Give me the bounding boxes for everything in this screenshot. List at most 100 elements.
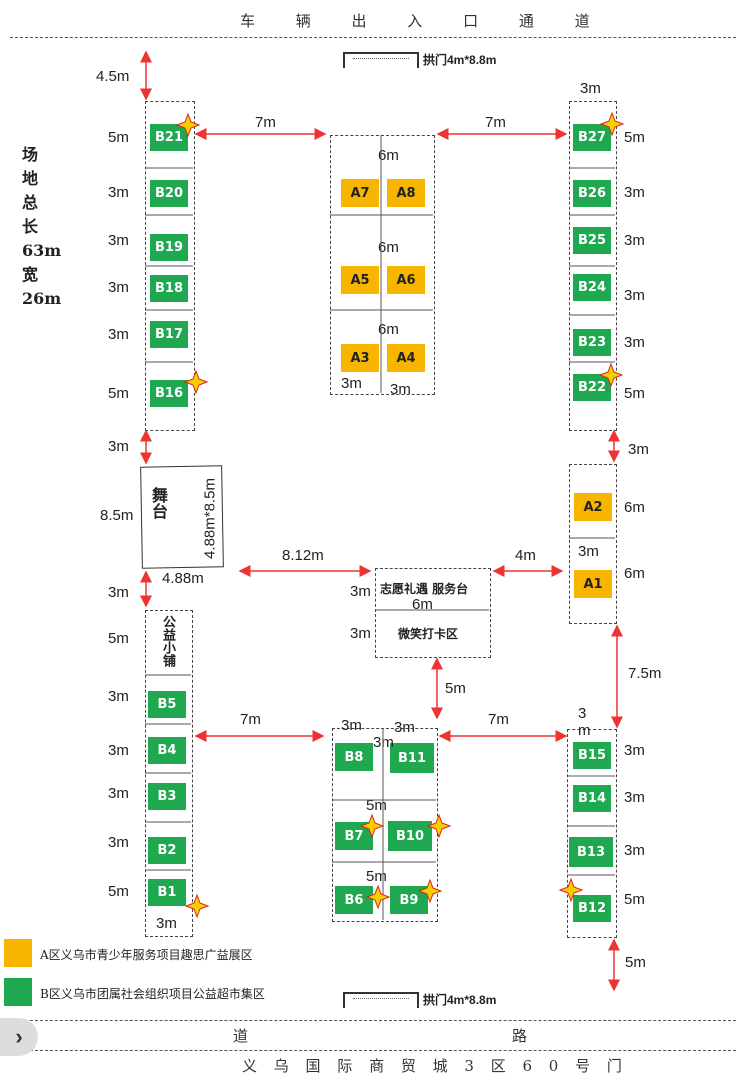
- top-gate: [343, 52, 419, 68]
- dim-label: 3m: [624, 184, 645, 201]
- charity-shop: 公益小铺: [160, 615, 175, 667]
- dim-label: 3m: [578, 543, 599, 560]
- dim-label: 6m: [378, 239, 399, 256]
- bottom-road-right: 路: [512, 1027, 528, 1045]
- dim-label: 7.5m: [628, 665, 662, 682]
- dim-label: 5m: [108, 385, 129, 402]
- booth-a4: A4: [387, 344, 425, 372]
- dim-label: 3m: [108, 279, 129, 296]
- stage-width-label: 4.88m: [162, 570, 204, 587]
- booth-b26: B26: [573, 180, 611, 207]
- booth-b19: B19: [150, 234, 188, 261]
- dim-label: 3m: [628, 441, 649, 458]
- booth-a3: A3: [341, 344, 379, 372]
- dim-label: 7m: [485, 114, 506, 131]
- dim-label: 3 m: [578, 705, 591, 739]
- dim-label: 3m: [624, 334, 645, 351]
- dim-label: 3m: [108, 584, 129, 601]
- booth-a5: A5: [341, 266, 379, 294]
- right-a-zone: [569, 464, 617, 624]
- dim-label: 3m: [390, 381, 411, 398]
- dim-label: 3m: [350, 583, 371, 600]
- dim-label: 5m: [366, 868, 387, 885]
- booth-b3: B3: [148, 783, 186, 810]
- bottom-road-line: [10, 1050, 736, 1051]
- dim-label: 3m: [108, 834, 129, 851]
- dim-label: 5m: [108, 630, 129, 647]
- a-zone: [330, 135, 435, 395]
- site-info-char: 总: [22, 193, 39, 212]
- booth-b9: B9: [390, 886, 428, 914]
- dim-label: 7m: [488, 711, 509, 728]
- booth-a8: A8: [387, 179, 425, 207]
- dim-label: 3m: [341, 717, 362, 734]
- booth-b12: B12: [573, 895, 611, 922]
- dim-label: 5m: [445, 680, 466, 697]
- dim-label: 3m: [624, 232, 645, 249]
- dim-label: 8.12m: [282, 547, 324, 564]
- dim-label: 3m: [108, 326, 129, 343]
- booth-b1: B1: [148, 879, 186, 906]
- right-bottom-zone: [567, 729, 617, 938]
- dim-label: 3m: [624, 789, 645, 806]
- bottom-gate-label: 拱门4m*8.8m: [423, 993, 497, 1007]
- booth-b16: B16: [150, 380, 188, 407]
- booth-b27: B27: [573, 124, 611, 151]
- booth-b10: B10: [388, 821, 432, 851]
- dim-label: 3m: [624, 842, 645, 859]
- bottom-road-left: 道: [233, 1027, 249, 1045]
- dim-label: 7m: [255, 114, 276, 131]
- dim-label: 4.5m: [96, 68, 130, 85]
- legend-b-swatch: [4, 978, 32, 1006]
- chevron-right-icon[interactable]: ›: [0, 1018, 38, 1056]
- booth-a2: A2: [574, 493, 612, 521]
- booth-b20: B20: [150, 180, 188, 207]
- dim-label: 3m: [624, 742, 645, 759]
- booth-b6: B6: [335, 886, 373, 914]
- stage-height-label: 8.5m: [100, 507, 134, 524]
- booth-b8: B8: [335, 743, 373, 771]
- booth-b4: B4: [148, 737, 186, 764]
- dim-label: 3m: [580, 80, 601, 97]
- dim-label: 3m: [108, 438, 129, 455]
- dim-label: 5m: [108, 129, 129, 146]
- dim-label: 3m: [350, 625, 371, 642]
- booth-a7: A7: [341, 179, 379, 207]
- dim-label: 3m: [341, 375, 362, 392]
- dim-label: 4m: [515, 547, 536, 564]
- dim-label: 3m: [156, 915, 177, 932]
- legend-a-swatch: [4, 939, 32, 967]
- site-info-width: 26m: [22, 289, 62, 308]
- dim-label: 6m: [378, 321, 399, 338]
- booth-b13: B13: [569, 837, 613, 867]
- dim-label: 3m: [108, 184, 129, 201]
- site-info-char: 宽: [22, 265, 39, 284]
- dim-label: 3m: [108, 785, 129, 802]
- booth-b15: B15: [573, 742, 611, 769]
- dim-label: 5m: [108, 883, 129, 900]
- dim-label: 5m: [624, 385, 645, 402]
- dim-label: 6m: [412, 596, 433, 613]
- dim-label: 3m: [108, 742, 129, 759]
- dim-label: 3m: [108, 232, 129, 249]
- top-gate-label: 拱门4m*8.8m: [423, 53, 497, 67]
- dim-label: 3m: [624, 287, 645, 304]
- legend-b-text: B区义乌市团属社会组织项目公益超市集区: [40, 987, 265, 1001]
- dim-label: 6m: [378, 147, 399, 164]
- dim-label: 3m: [394, 719, 415, 736]
- stage-name: 舞台: [149, 487, 168, 519]
- volunteer-desk: 志愿礼遇 服务台: [380, 582, 469, 596]
- booth-b23: B23: [573, 329, 611, 356]
- site-info-char: 地: [22, 169, 39, 188]
- site-info: 场 地 总 长 63m 宽 26m: [22, 143, 61, 311]
- booth-b17: B17: [150, 321, 188, 348]
- booth-b21: B21: [150, 124, 188, 151]
- booth-b22: B22: [573, 374, 611, 401]
- bottom-gate: [343, 992, 419, 1008]
- legend-a-text: A区义乌市青少年服务项目趣思广益展区: [40, 948, 253, 962]
- site-info-length: 63m: [22, 241, 62, 260]
- smile-zone: 微笑打卡区: [398, 627, 459, 641]
- dim-label: 5m: [366, 797, 387, 814]
- booth-b18: B18: [150, 275, 188, 302]
